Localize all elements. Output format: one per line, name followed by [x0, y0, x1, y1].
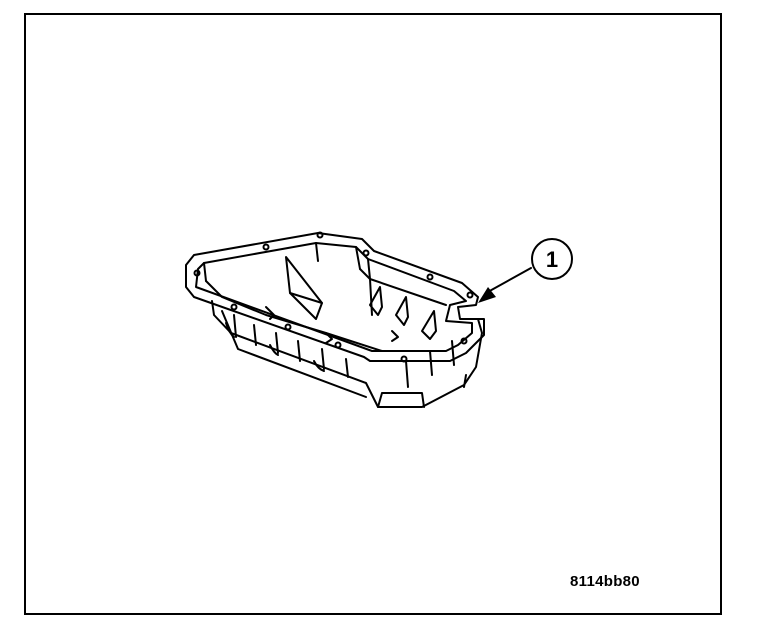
pan-body — [211, 300, 483, 408]
callout-number: 1 — [546, 247, 558, 272]
pan-flange-inner — [195, 242, 473, 352]
rib-1 — [369, 286, 383, 316]
rib-2 — [395, 296, 409, 326]
pan-flange-outer — [185, 232, 485, 362]
oil-pan-illustration: 1 — [185, 231, 573, 408]
pan-interior — [203, 242, 371, 282]
diagram-frame: 1 8114bb80 — [24, 13, 722, 615]
callout-arrowhead — [478, 287, 496, 303]
baffle-large — [285, 256, 323, 320]
rib-3 — [421, 310, 437, 340]
figure-id: 8114bb80 — [570, 573, 640, 590]
callout-leader — [485, 267, 532, 294]
callout-circle — [531, 238, 573, 280]
